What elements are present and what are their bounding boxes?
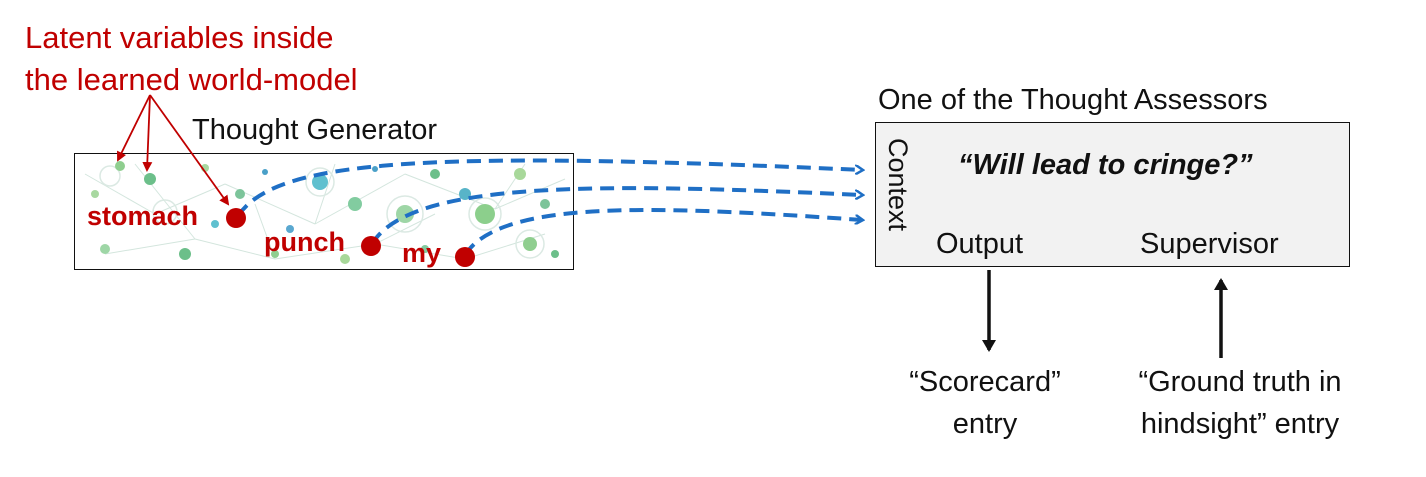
ground-truth-label-line2: hindsight” entry [1140, 408, 1340, 440]
context-label: Context [883, 138, 913, 232]
latent-variables-label-line2: the learned world-model [25, 62, 358, 97]
word-stomach: stomach [87, 201, 199, 231]
word-my: my [402, 238, 442, 268]
scorecard-label-line1: “Scorecard” [909, 366, 1061, 398]
thought-assessor-box [875, 122, 1350, 267]
latent-variables-label-line1: Latent variables inside [25, 20, 334, 55]
question-text: “Will lead to cringe?” [958, 149, 1253, 181]
supervisor-label: Supervisor [1140, 228, 1279, 260]
thought-assessor-title: One of the Thought Assessors [878, 84, 1268, 116]
output-label: Output [936, 228, 1024, 260]
word-punch: punch [264, 227, 345, 257]
scorecard-label-line2: entry [952, 408, 1018, 440]
ground-truth-label-line1: “Ground truth in [1138, 366, 1342, 398]
thought-generator-title: Thought Generator [192, 114, 438, 146]
